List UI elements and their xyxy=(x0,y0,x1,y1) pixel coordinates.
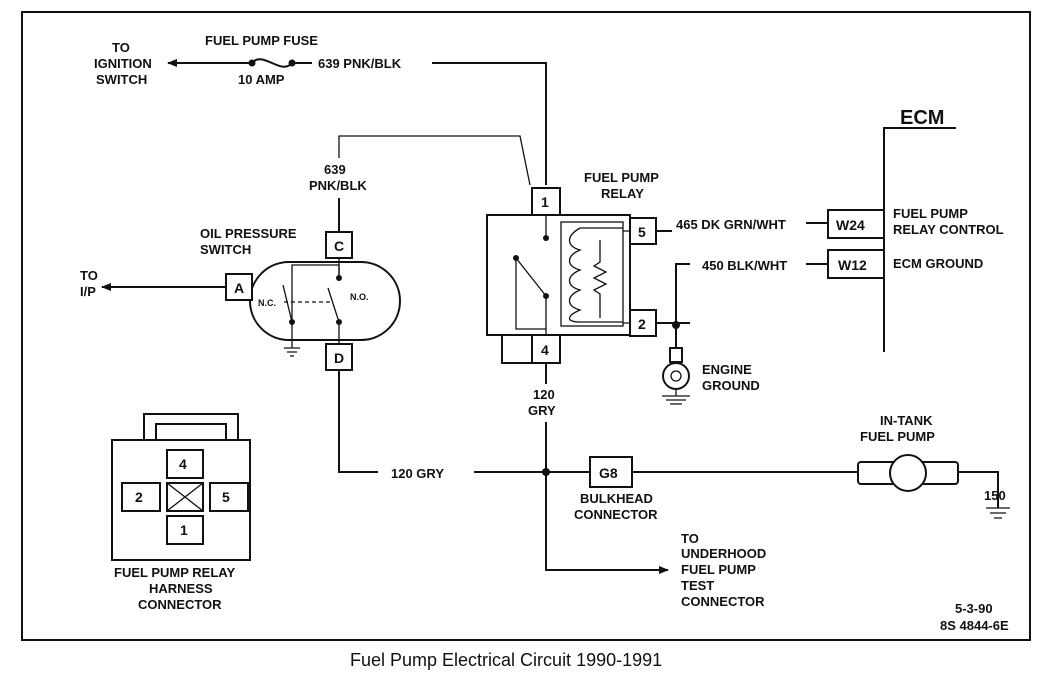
svg-text:C: C xyxy=(334,238,344,254)
svg-text:120: 120 xyxy=(533,387,555,402)
oil-switch-pin-c xyxy=(325,231,353,259)
relay-out-label: 120 GRY xyxy=(528,387,556,418)
harness-pin-4 xyxy=(166,449,204,479)
svg-text:639: 639 xyxy=(324,162,346,177)
ground-150-label: 150 xyxy=(984,488,1006,503)
svg-text:RELAY CONTROL: RELAY CONTROL xyxy=(893,222,1004,237)
oil-switch-label: OIL PRESSURE SWITCH xyxy=(200,226,297,257)
wire-450-label: 450 BLK/WHT xyxy=(702,258,787,273)
relay-harness-connector: 4 2 5 1 xyxy=(111,413,251,561)
ecm-pin-w24 xyxy=(827,209,885,239)
svg-text:FUEL PUMP: FUEL PUMP xyxy=(681,562,756,577)
svg-text:SWITCH: SWITCH xyxy=(200,242,251,257)
svg-text:FUEL PUMP: FUEL PUMP xyxy=(860,429,935,444)
svg-text:CONNECTOR: CONNECTOR xyxy=(681,594,765,609)
fuse-to-relay-wire xyxy=(292,62,547,185)
harness-label: FUEL PUMP RELAY HARNESS CONNECTOR xyxy=(114,565,235,612)
svg-text:G8: G8 xyxy=(599,465,618,481)
fuse-wire-label: 639 PNK/BLK xyxy=(318,56,402,71)
diagram-date: 5-3-90 xyxy=(955,601,993,616)
svg-text:TO: TO xyxy=(80,268,98,283)
svg-text:5: 5 xyxy=(638,224,646,240)
fuel-pump-fuse: FUEL PUMP FUSE 10 AMP 639 PNK/BLK xyxy=(205,33,402,87)
in-tank-label: IN-TANK FUEL PUMP xyxy=(860,413,935,444)
svg-text:1: 1 xyxy=(180,522,188,538)
svg-text:ECM GROUND: ECM GROUND xyxy=(893,256,983,271)
svg-text:2: 2 xyxy=(638,316,646,332)
svg-text:N.O.: N.O. xyxy=(350,292,369,302)
left-wire-label: 120 GRY xyxy=(391,466,444,481)
diagram-caption: Fuel Pump Electrical Circuit 1990-1991 xyxy=(350,650,662,670)
svg-text:RELAY: RELAY xyxy=(601,186,644,201)
svg-text:4: 4 xyxy=(179,456,187,472)
svg-text:TEST: TEST xyxy=(681,578,714,593)
svg-text:OIL PRESSURE: OIL PRESSURE xyxy=(200,226,297,241)
svg-text:ENGINE: ENGINE xyxy=(702,362,752,377)
svg-text:I/P: I/P xyxy=(80,284,96,299)
fuse-rating: 10 AMP xyxy=(238,72,285,87)
oil-pressure-switch: OIL PRESSURE SWITCH C A D N.C. N.O. xyxy=(200,226,401,371)
svg-text:CONNECTOR: CONNECTOR xyxy=(574,507,658,522)
svg-text:W24: W24 xyxy=(836,217,865,233)
svg-text:SWITCH: SWITCH xyxy=(96,72,147,87)
svg-text:FUEL PUMP: FUEL PUMP xyxy=(584,170,659,185)
ecm: ECM W24 W12 FUEL PUMP RELAY CONTROL ECM … xyxy=(827,107,1004,352)
ignition-switch-label: TO IGNITION SWITCH xyxy=(94,40,152,87)
ecm-title: ECM xyxy=(900,107,944,129)
svg-text:4: 4 xyxy=(541,342,549,358)
svg-text:IGNITION: IGNITION xyxy=(94,56,152,71)
svg-text:5: 5 xyxy=(222,489,230,505)
harness-pin-5 xyxy=(209,482,249,512)
svg-text:CONNECTOR: CONNECTOR xyxy=(138,597,222,612)
switch-wire-label: 639 PNK/BLK xyxy=(309,162,367,193)
wire-465-label: 465 DK GRN/WHT xyxy=(676,217,786,232)
svg-text:2: 2 xyxy=(135,489,143,505)
svg-text:PNK/BLK: PNK/BLK xyxy=(309,178,367,193)
oil-switch-pin-a xyxy=(225,273,253,301)
switch-to-splice-wire xyxy=(338,370,378,473)
bulkhead-connector: G8 BULKHEAD CONNECTOR xyxy=(574,456,658,522)
svg-text:TO: TO xyxy=(681,531,699,546)
svg-text:UNDERHOOD: UNDERHOOD xyxy=(681,546,766,561)
svg-text:GRY: GRY xyxy=(528,403,556,418)
diagram-border xyxy=(21,11,1031,641)
svg-text:A: A xyxy=(234,280,244,296)
svg-text:IN-TANK: IN-TANK xyxy=(880,413,933,428)
engine-ground-icon xyxy=(662,325,690,405)
svg-text:W12: W12 xyxy=(838,257,867,273)
underhood-wire xyxy=(545,472,669,574)
ecm-pin-w12 xyxy=(827,249,885,279)
relay-label: FUEL PUMP RELAY xyxy=(584,170,659,201)
svg-text:D: D xyxy=(334,350,344,366)
engine-ground-label: ENGINE GROUND xyxy=(702,362,760,393)
svg-text:FUEL PUMP: FUEL PUMP xyxy=(893,206,968,221)
svg-text:TO: TO xyxy=(112,40,130,55)
svg-text:HARNESS: HARNESS xyxy=(149,581,213,596)
svg-text:BULKHEAD: BULKHEAD xyxy=(580,491,653,506)
fuel-pump-relay: FUEL PUMP RELAY 1 5 2 4 xyxy=(486,170,659,364)
harness-pin-2 xyxy=(121,482,161,512)
svg-text:FUEL PUMP RELAY: FUEL PUMP RELAY xyxy=(114,565,235,580)
svg-text:N.C.: N.C. xyxy=(258,298,276,308)
diagram-code: 8S 4844-6E xyxy=(940,618,1009,633)
in-tank-fuel-pump-icon xyxy=(857,454,1010,519)
svg-text:GROUND: GROUND xyxy=(702,378,760,393)
svg-text:1: 1 xyxy=(541,194,549,210)
ip-label: TO I/P xyxy=(80,268,98,299)
relay-to-switch-wire xyxy=(338,135,531,186)
harness-pin-1 xyxy=(166,515,204,545)
fuse-title: FUEL PUMP FUSE xyxy=(205,33,318,48)
underhood-label: TO UNDERHOOD FUEL PUMP TEST CONNECTOR xyxy=(681,531,766,609)
